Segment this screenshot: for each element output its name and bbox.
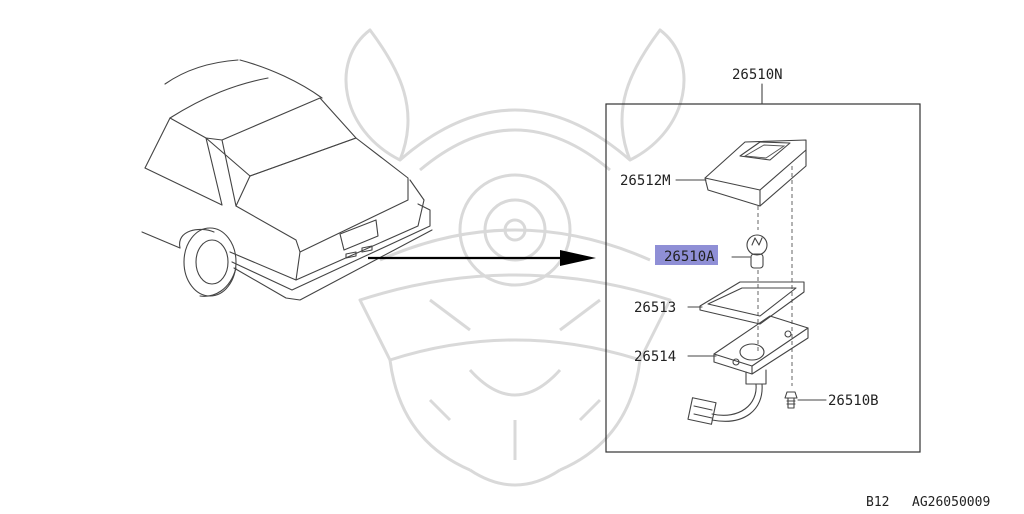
car-rear-illustration [141, 59, 433, 301]
bulb-highlight [655, 245, 718, 265]
gasket-part [699, 281, 805, 325]
housing-label: 26514 [634, 349, 676, 365]
exploded-view-frame [605, 103, 921, 453]
bulb-part [746, 234, 768, 269]
housing-part [687, 315, 809, 425]
assembly-label: 26510N [732, 67, 783, 83]
samurai-helmet-watermark-icon [344, 28, 686, 487]
gasket-label: 26513 [634, 300, 676, 316]
bulb-label: 26510A [664, 249, 715, 265]
figure-code: AG26050009 [912, 495, 990, 510]
lens-label: 26512M [620, 173, 671, 189]
group-code: B12 [866, 495, 889, 510]
screw-label: 26510B [828, 393, 879, 409]
screw-part [784, 391, 798, 409]
lens-part [704, 139, 807, 207]
arrow-right-icon [368, 250, 596, 266]
